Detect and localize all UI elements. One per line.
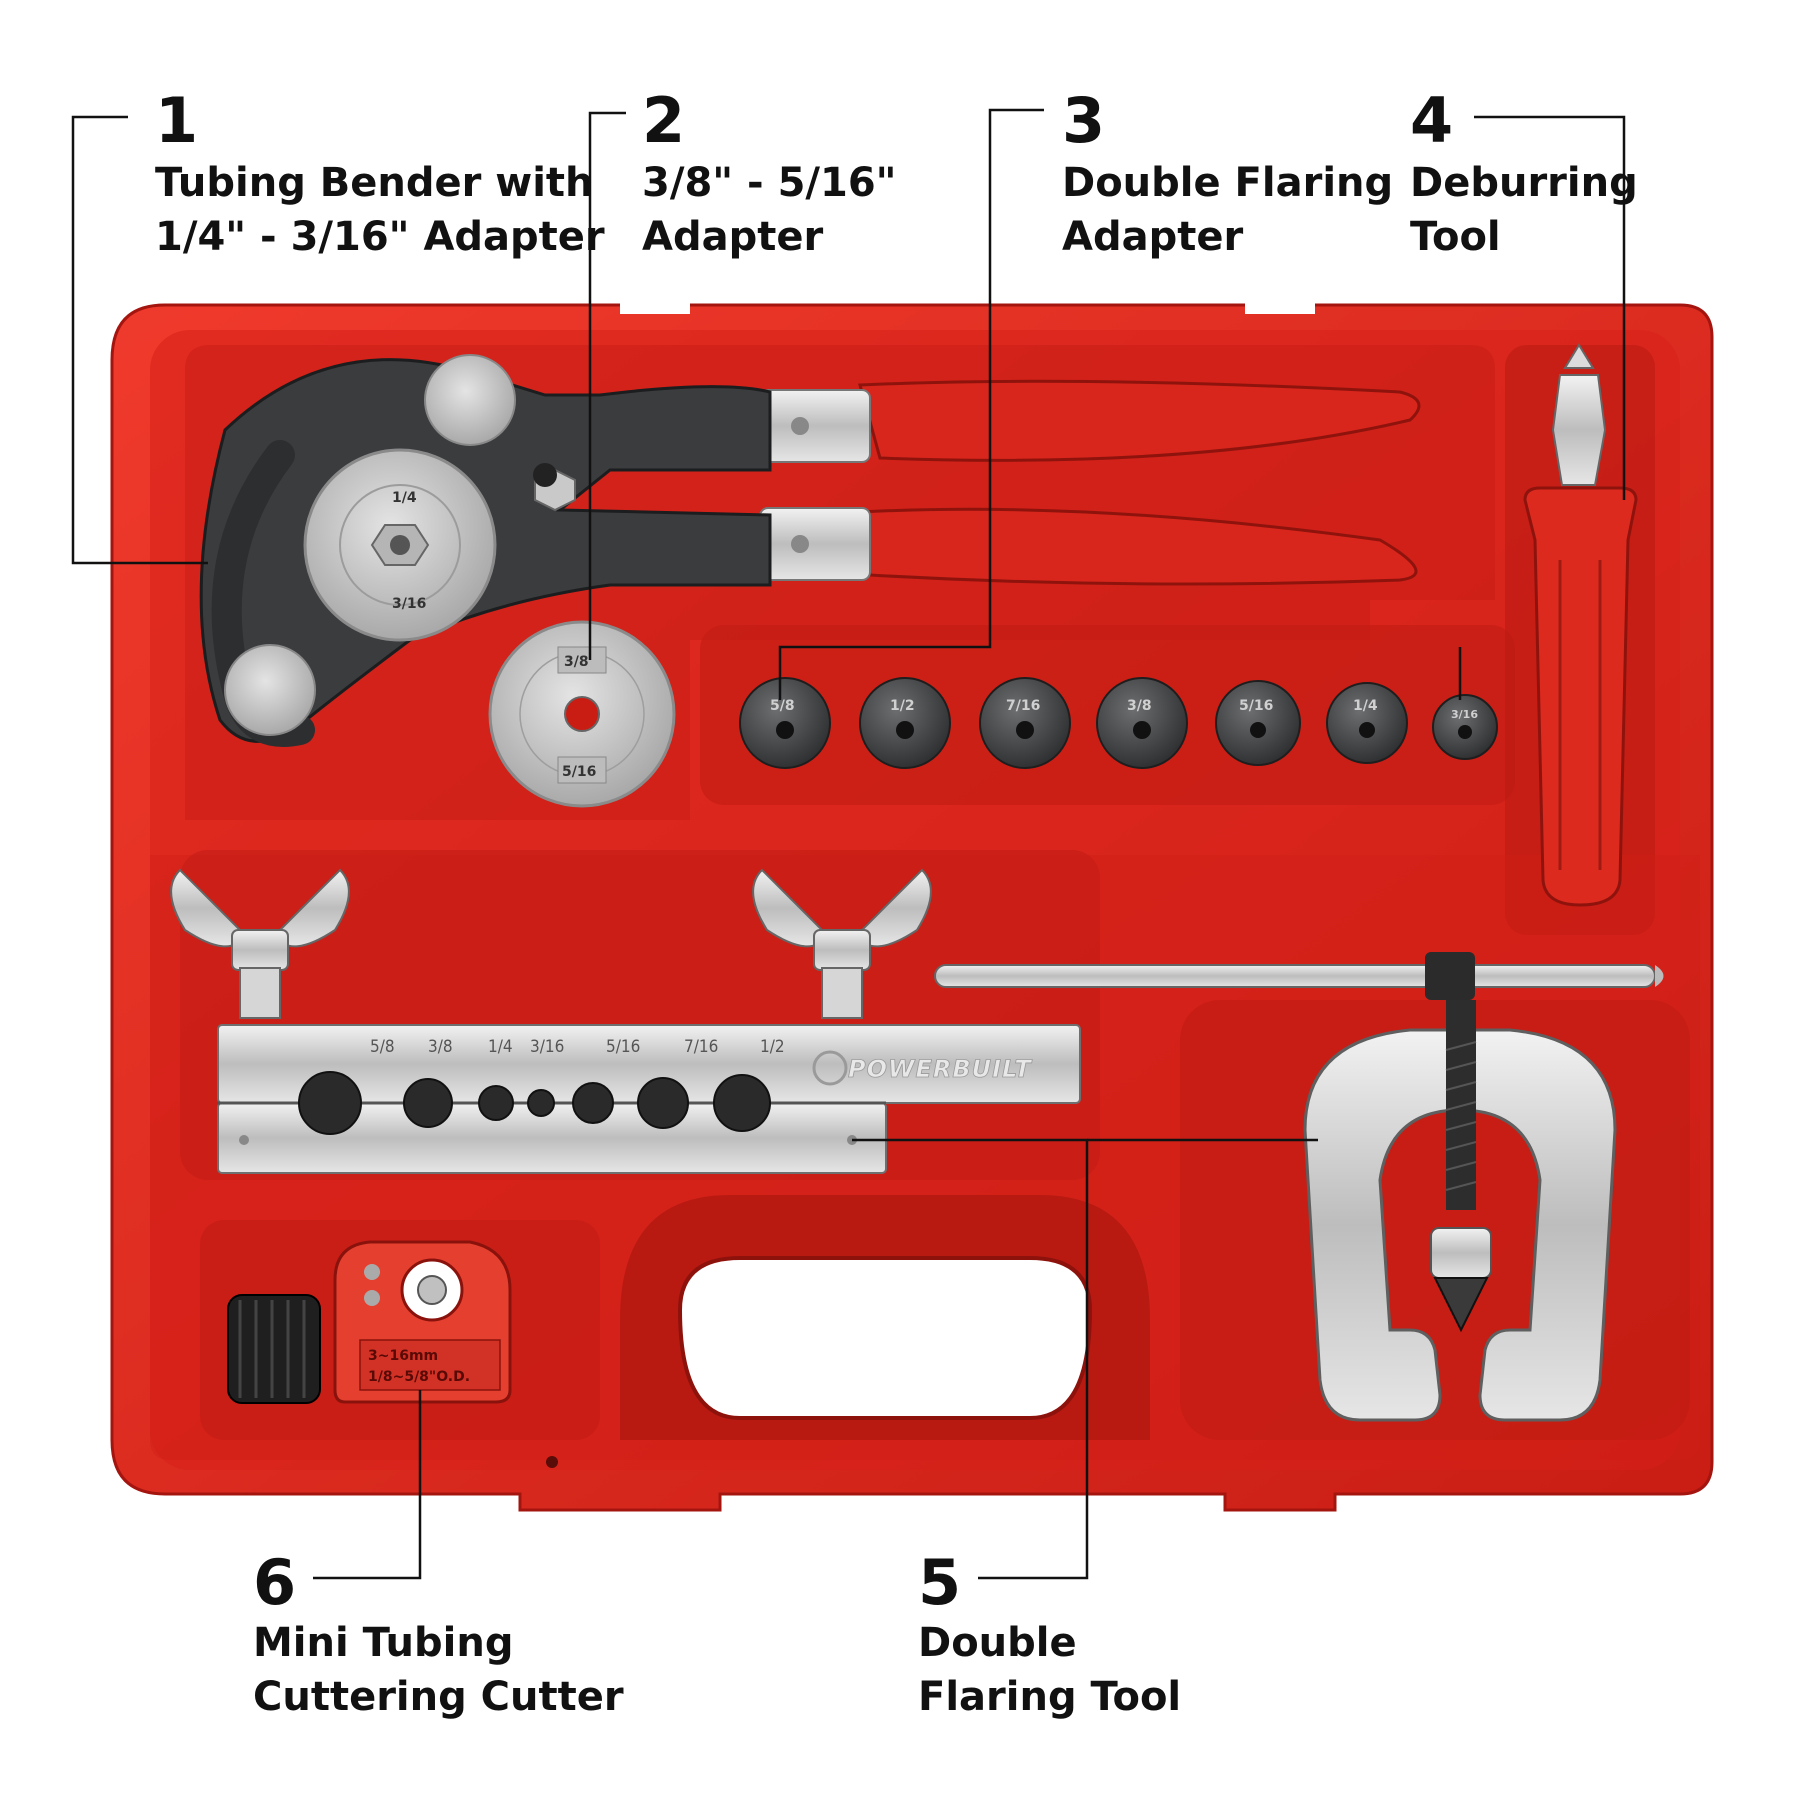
callout-number: 2 — [642, 84, 686, 157]
flaring-adapter[interactable]: 3/16 — [1432, 694, 1498, 760]
adapter-size-label: 7/16 — [1006, 698, 1040, 714]
callout-6: 6 Mini Tubing Cuttering Cutter — [253, 1546, 624, 1720]
double-flaring-tool[interactable] — [934, 952, 1664, 1422]
callout-line1: 3/8" - 5/16" — [642, 160, 897, 206]
yoke-body — [1303, 1028, 1617, 1422]
flaring-adapter[interactable]: 5/8 — [739, 677, 831, 769]
deburring-tool[interactable] — [1523, 343, 1638, 907]
callout-number: 6 — [253, 1546, 297, 1619]
callout-4: 4 Deburring Tool — [1410, 84, 1638, 260]
callout-number: 4 — [1410, 84, 1454, 157]
callout-2: 2 3/8" - 5/16" Adapter — [642, 84, 897, 260]
leader-5 — [852, 1138, 1089, 1580]
callout-line1: Deburring — [1410, 160, 1638, 206]
flaring-adapter[interactable]: 1/4 — [1326, 682, 1408, 764]
adapter-size-label: 3/16 — [1451, 708, 1478, 721]
callout-number: 3 — [1062, 84, 1106, 157]
leader-1 — [71, 115, 208, 565]
callout-line1: Tubing Bender with — [155, 160, 594, 206]
flaring-adapter-set: 5/8 1/2 7/16 3/8 5/16 1/4 — [739, 677, 1498, 769]
wing-nut-right — [752, 868, 932, 1019]
callout-line2: Cuttering Cutter — [253, 1674, 624, 1720]
bar-size-label: 5/8 — [370, 1037, 395, 1057]
bender-handle-top — [858, 379, 1421, 462]
callout-line2: Tool — [1410, 214, 1501, 260]
bender-stamp-1: 1/4 — [392, 490, 417, 506]
brand-logo: POWERBUILT — [812, 1050, 1032, 1086]
leader-4 — [1474, 115, 1626, 500]
flaring-adapter[interactable]: 3/8 — [1096, 677, 1188, 769]
bender-bottom-roller — [224, 644, 316, 736]
tubing-bender[interactable]: 1/4 3/16 — [199, 354, 1421, 747]
flaring-adapter[interactable]: 7/16 — [979, 677, 1071, 769]
bender-handle-bottom — [858, 507, 1418, 586]
flaring-adapter[interactable]: 1/2 — [859, 677, 951, 769]
bender-stamp-2: 3/16 — [392, 596, 426, 612]
bar-size-label: 3/16 — [530, 1037, 564, 1057]
deburring-handle — [1523, 486, 1638, 907]
callout-line2: 1/4" - 3/16" Adapter — [155, 214, 605, 260]
bender-plate-bottom — [759, 507, 871, 581]
leader-6 — [313, 1390, 422, 1580]
callout-line2: Adapter — [642, 214, 823, 260]
adapter-size-label: 5/16 — [1239, 698, 1273, 714]
bar-size-label: 5/16 — [606, 1037, 640, 1057]
flaring-cone — [1433, 1277, 1489, 1333]
cutter-knob — [227, 1294, 321, 1404]
adapter-stamp-1: 3/8 — [564, 654, 589, 670]
deburring-bit — [1551, 374, 1607, 486]
wing-nut-left — [170, 868, 350, 1019]
callout-number: 1 — [155, 84, 199, 157]
bar-size-label: 1/2 — [760, 1037, 785, 1057]
leader-3 — [778, 108, 1044, 700]
case-handle[interactable] — [620, 1195, 1150, 1440]
callout-line1: Mini Tubing — [253, 1620, 513, 1666]
cutter-stamp-1: 3~16mm — [368, 1348, 438, 1364]
callout-5: 5 Double Flaring Tool — [918, 1546, 1181, 1720]
callout-1: 1 Tubing Bender with 1/4" - 3/16" Adapte… — [155, 84, 605, 260]
callout-line1: Double Flaring — [1062, 160, 1393, 206]
leader-2 — [588, 111, 626, 660]
bar-size-label: 7/16 — [684, 1037, 718, 1057]
bender-plate-top — [759, 389, 871, 463]
flaring-adapter[interactable]: 5/16 — [1215, 680, 1301, 766]
bender-top-roller — [424, 354, 516, 446]
brand-name: POWERBUILT — [848, 1055, 1032, 1083]
flaring-bar[interactable]: 5/8 3/8 1/4 3/16 5/16 7/16 1/2 POWERBUIL… — [170, 868, 1081, 1174]
adapter-size-label: 5/8 — [770, 698, 795, 714]
bar-size-label: 3/8 — [428, 1037, 453, 1057]
leader-lines — [71, 108, 1626, 1580]
callout-3: 3 Double Flaring Adapter — [1062, 84, 1393, 260]
callout-line2: Adapter — [1062, 214, 1243, 260]
bar-size-label: 1/4 — [488, 1037, 513, 1057]
callout-line2: Flaring Tool — [918, 1674, 1181, 1720]
adapter-disc[interactable]: 3/8 5/16 — [488, 620, 676, 808]
cutter-stamp-2: 1/8~5/8"O.D. — [368, 1369, 470, 1385]
yoke-t-handle — [934, 952, 1664, 1000]
mini-tube-cutter[interactable]: 3~16mm 1/8~5/8"O.D. — [227, 1240, 512, 1404]
adapter-size-label: 1/2 — [890, 698, 915, 714]
adapter-size-label: 3/8 — [1127, 698, 1152, 714]
callout-line1: Double — [918, 1620, 1077, 1666]
adapter-stamp-2: 5/16 — [562, 764, 596, 780]
callout-number: 5 — [918, 1546, 962, 1619]
adapter-size-label: 1/4 — [1353, 698, 1378, 714]
